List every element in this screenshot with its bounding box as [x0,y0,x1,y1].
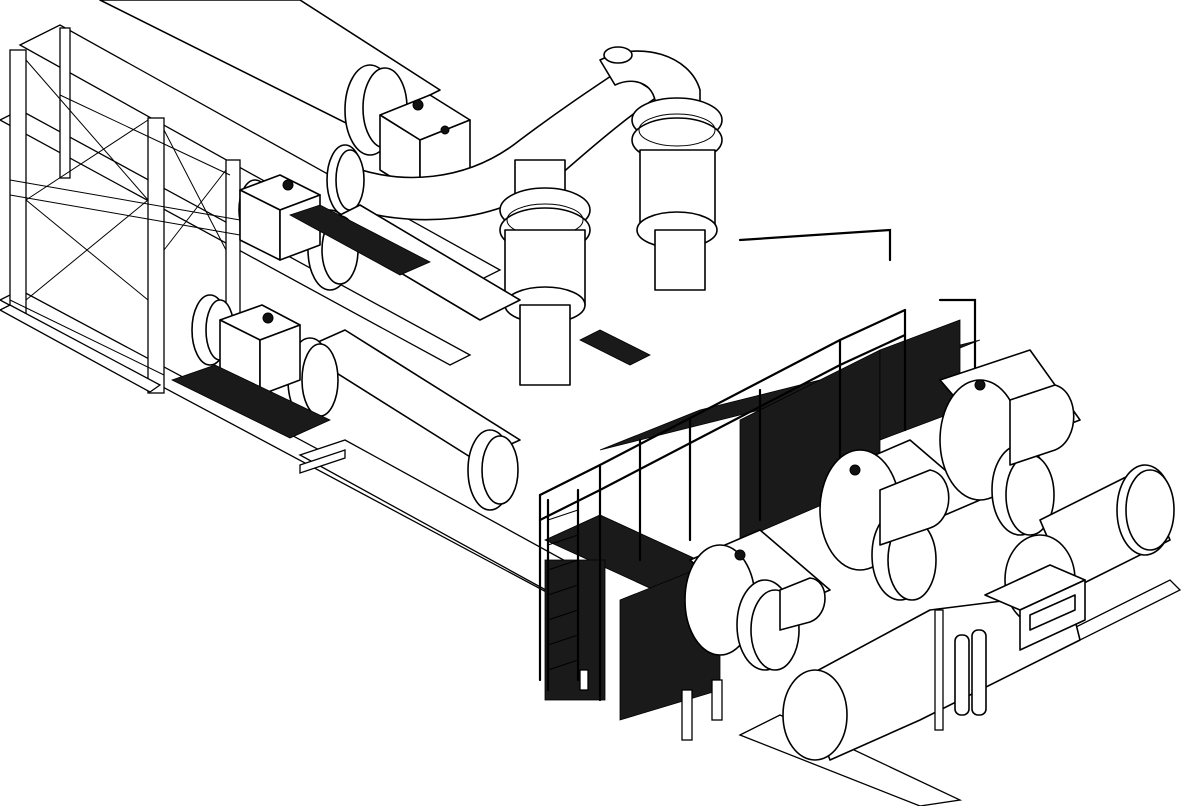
handrails [538,228,977,702]
actuator-box-top [379,94,471,196]
gas-cylinders [934,609,987,731]
left-pipe-rack [0,24,602,611]
platform-legs [579,669,723,741]
vertical-flanged-pipes [499,149,718,386]
pig-launcher-vessels [684,349,1081,671]
ladder [546,488,580,692]
control-panel [984,564,1086,651]
walkway-grating-left [170,204,651,439]
